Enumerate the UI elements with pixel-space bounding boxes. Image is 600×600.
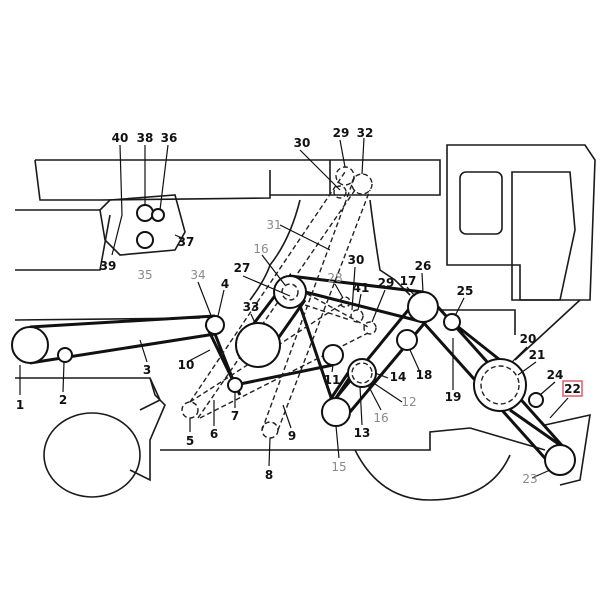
label-16: 16 [253, 242, 268, 256]
highlight-box [562, 380, 583, 397]
belts [29, 171, 577, 477]
label-30b: 30 [348, 253, 365, 267]
pulley-7 [227, 377, 243, 393]
part-labels: 40 38 36 37 39 35 30 29 32 31 16 27 34 4… [16, 126, 583, 486]
label-23: 23 [522, 472, 537, 486]
label-29: 29 [333, 126, 350, 140]
label-1: 1 [16, 398, 24, 412]
pulley-13 [321, 397, 351, 427]
label-5: 5 [186, 434, 194, 448]
leader-lines [19, 137, 569, 479]
pulley-28 [339, 296, 351, 308]
label-9: 9 [288, 429, 296, 443]
label-27: 27 [234, 261, 251, 275]
pulley-21 [480, 365, 520, 405]
pulley-38 [136, 204, 154, 222]
pulley-20 [473, 358, 527, 412]
pulley-32 [351, 173, 373, 195]
label-18: 18 [416, 368, 433, 382]
label-37: 37 [178, 235, 195, 249]
pulley-4 [205, 315, 225, 335]
combine-body [14, 159, 591, 486]
label-28: 28 [327, 271, 342, 285]
label-26: 26 [415, 259, 432, 273]
label-30: 30 [294, 136, 311, 150]
pulley-33 [235, 322, 281, 368]
label-22: 22 [564, 382, 581, 396]
label-24: 24 [547, 368, 564, 382]
pulley-11 [322, 344, 344, 366]
label-15: 15 [331, 460, 346, 474]
pulley-35 [136, 231, 154, 249]
label-16b: 16 [373, 411, 388, 425]
label-33: 33 [243, 300, 260, 314]
label-41: 41 [353, 281, 370, 295]
label-35: 35 [137, 268, 152, 282]
pulleys [11, 166, 576, 476]
pulley-1 [11, 326, 49, 364]
pulley-8 [261, 421, 279, 439]
label-20: 20 [520, 332, 537, 346]
pulley-30 [333, 185, 347, 199]
label-7: 7 [231, 409, 239, 423]
label-36: 36 [161, 131, 178, 145]
label-8: 8 [265, 468, 273, 482]
pulley-41 [350, 309, 364, 323]
label-14: 14 [390, 370, 407, 384]
label-13: 13 [354, 426, 371, 440]
label-12: 12 [401, 395, 416, 409]
pulley-29b [363, 321, 377, 335]
pulley-2 [57, 347, 73, 363]
label-6: 6 [210, 427, 218, 441]
pulley-24 [528, 392, 544, 408]
label-4: 4 [221, 277, 229, 291]
label-19: 19 [445, 390, 462, 404]
pulley-25 [443, 313, 461, 331]
label-2: 2 [59, 393, 67, 407]
label-34: 34 [190, 268, 205, 282]
wheels [43, 412, 511, 501]
label-29b: 29 [378, 276, 395, 290]
label-10: 10 [178, 358, 195, 372]
label-31: 31 [266, 218, 281, 232]
label-38: 38 [137, 131, 154, 145]
label-32: 32 [357, 126, 374, 140]
pulley-18 [396, 329, 418, 351]
pulley-27 [273, 275, 307, 309]
label-17: 17 [400, 274, 417, 288]
label-39: 39 [100, 259, 117, 273]
label-25: 25 [457, 284, 474, 298]
label-11: 11 [324, 373, 341, 387]
rear-wheel [354, 449, 511, 501]
pulley-36 [151, 208, 165, 222]
pulley-23 [544, 444, 576, 476]
label-3: 3 [143, 363, 151, 377]
pulley-26 [407, 291, 439, 323]
label-21: 21 [529, 348, 546, 362]
front-wheel [43, 412, 141, 498]
cab [446, 144, 596, 301]
label-40: 40 [112, 131, 129, 145]
pulley-5 [181, 401, 199, 419]
